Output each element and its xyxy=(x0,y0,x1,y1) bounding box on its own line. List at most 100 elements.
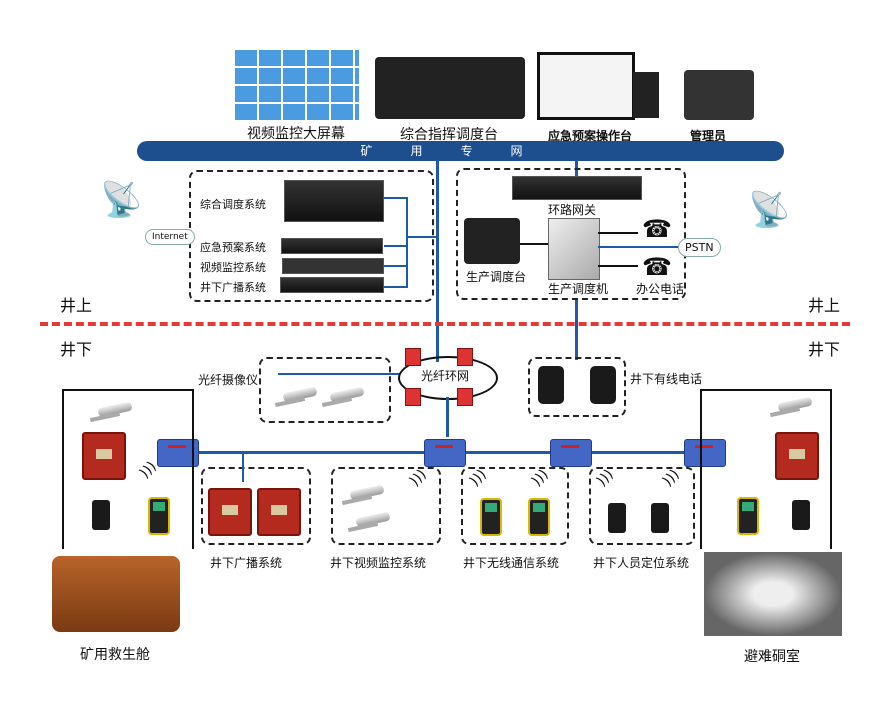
mobile-phone-icon xyxy=(480,498,502,536)
mine-network-bus: 矿用专网 xyxy=(137,141,784,161)
radio-tower-icon: 📡 xyxy=(100,180,143,220)
locator-icon xyxy=(792,500,810,530)
rack-unit xyxy=(280,277,384,293)
label-dispatch-console: 综合指挥调度台 xyxy=(400,127,498,143)
rack-unit xyxy=(282,258,384,274)
wired-phone-box xyxy=(528,357,626,417)
radio-tower-icon: 📡 xyxy=(748,190,791,230)
camera-icon xyxy=(348,515,390,533)
pstn-cloud: PSTN xyxy=(678,238,721,257)
mobile-phone-icon xyxy=(737,497,759,535)
gateway-device xyxy=(512,176,642,200)
label-emergency-console: 应急预案操作台 xyxy=(548,129,633,143)
label-production-switch: 生产调度机 xyxy=(548,282,609,296)
locator-icon xyxy=(92,500,110,530)
label-positioning-system: 井下人员定位系统 xyxy=(593,556,690,570)
label-rescue-capsule: 矿用救生舱 xyxy=(80,647,150,663)
switch-station xyxy=(684,439,726,467)
ring-node xyxy=(405,348,421,366)
video-system-box xyxy=(331,467,441,545)
camera-icon xyxy=(322,390,364,408)
connector xyxy=(406,197,408,287)
system-label: 应急预案系统 xyxy=(200,241,266,254)
connector xyxy=(520,243,548,245)
label-wireless-system: 井下无线通信系统 xyxy=(463,556,560,570)
server-chassis xyxy=(284,180,384,222)
mobile-phone-icon xyxy=(148,497,170,535)
system-label: 井下广播系统 xyxy=(200,281,266,294)
dispatch-box xyxy=(456,168,686,300)
connector xyxy=(384,197,408,199)
trunk-line xyxy=(436,160,439,362)
rescue-capsule-image xyxy=(52,556,180,632)
gateway-line xyxy=(575,160,578,180)
label-production-console: 生产调度台 xyxy=(466,270,527,284)
label-surface-right: 井上 xyxy=(808,296,841,315)
dispatch-switch xyxy=(548,218,600,280)
mine-phone-icon xyxy=(538,366,564,404)
connector xyxy=(278,373,400,375)
label-fiber-ring: 光纤环网 xyxy=(421,369,470,383)
telephone-icon: ☎ xyxy=(642,215,672,243)
admin-pc xyxy=(684,70,754,120)
label-surface-left: 井上 xyxy=(60,296,93,315)
broadcast-box xyxy=(257,488,301,536)
connector xyxy=(384,245,408,247)
system-label: 综合调度系统 xyxy=(200,198,266,211)
connector xyxy=(598,232,638,234)
locator-icon xyxy=(651,503,669,533)
video-wall xyxy=(235,50,359,122)
refuge-chamber-image xyxy=(704,552,842,636)
label-gateway: 环路网关 xyxy=(548,203,597,217)
camera-icon xyxy=(770,400,812,418)
label-wired-phone: 井下有线电话 xyxy=(630,372,703,386)
fiber-camera-box xyxy=(259,357,391,423)
wireless-system-box xyxy=(461,467,569,545)
connector xyxy=(406,236,437,238)
mine-phone-icon xyxy=(590,366,616,404)
production-console-device xyxy=(464,218,520,264)
rack-unit xyxy=(281,238,383,254)
connector xyxy=(384,286,408,288)
camera-icon xyxy=(275,390,317,408)
ring-node xyxy=(457,348,473,366)
label-underground-right: 井下 xyxy=(808,340,841,359)
ring-node xyxy=(457,388,473,406)
internet-cloud: Internet xyxy=(145,229,195,245)
label-admin: 管理员 xyxy=(690,129,727,143)
label-broadcast-system: 井下广播系统 xyxy=(210,556,283,570)
capsule-outline xyxy=(62,389,192,391)
broadcast-box xyxy=(775,432,819,480)
pc-tower xyxy=(633,72,659,118)
system-label: 视频监控系统 xyxy=(200,261,266,274)
monitor xyxy=(537,52,635,120)
refuge-outline xyxy=(830,389,832,549)
connector xyxy=(598,246,678,248)
camera-icon xyxy=(342,488,384,506)
switch-station xyxy=(550,439,592,467)
connector xyxy=(446,397,449,437)
switch-station xyxy=(424,439,466,467)
phone-line xyxy=(575,298,578,360)
dispatch-console-device xyxy=(375,57,525,119)
label-office-phone: 办公电话 xyxy=(636,282,685,296)
capsule-outline xyxy=(192,389,194,549)
broadcast-system-box xyxy=(201,467,311,545)
refuge-outline xyxy=(700,389,702,549)
connector xyxy=(242,452,244,482)
locator-icon xyxy=(608,503,626,533)
label-underground-left: 井下 xyxy=(60,340,93,359)
broadcast-box xyxy=(82,432,126,480)
connector xyxy=(384,265,408,267)
mobile-phone-icon xyxy=(528,498,550,536)
label-video-wall: 视频监控大屏幕 xyxy=(247,126,345,142)
label-refuge-chamber: 避难硐室 xyxy=(744,649,800,665)
label-fiber-camera: 光纤摄像仪 xyxy=(198,373,259,387)
telephone-icon: ☎ xyxy=(642,253,672,281)
camera-icon xyxy=(90,405,132,423)
ring-node xyxy=(405,388,421,406)
label-video-system: 井下视频监控系统 xyxy=(330,556,427,570)
capsule-outline xyxy=(62,389,64,549)
surface-underground-divider xyxy=(40,322,850,326)
